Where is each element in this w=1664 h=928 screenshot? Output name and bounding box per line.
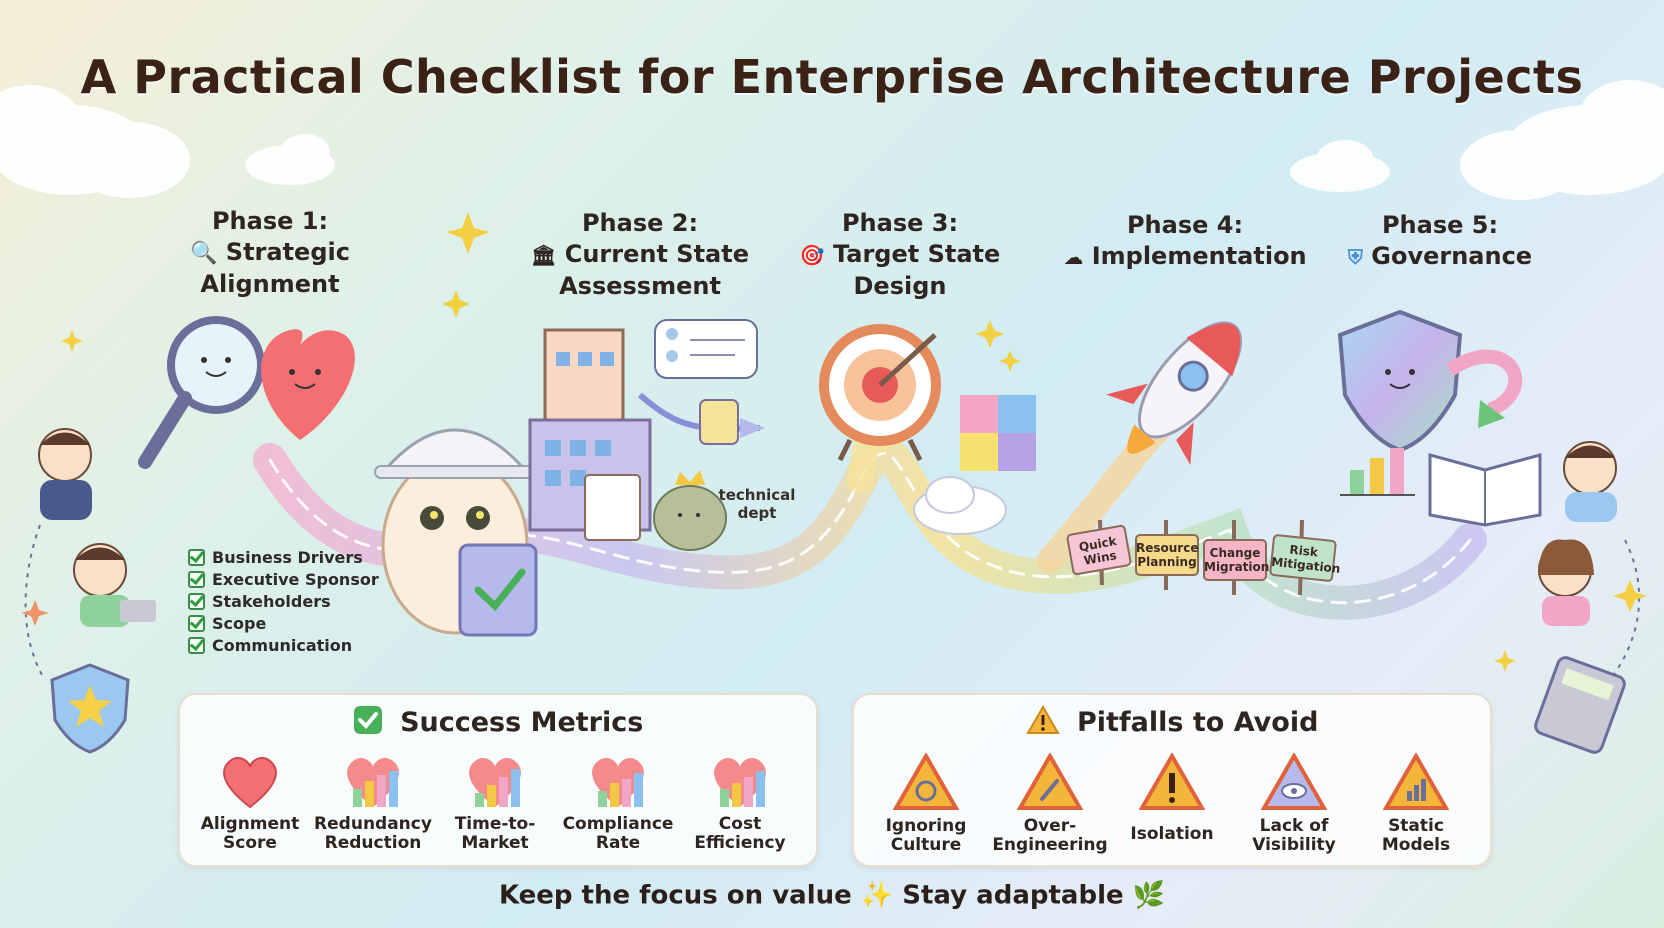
checkbox-checked-icon: [188, 548, 205, 566]
phase-5-name-line1: Governance: [1371, 242, 1533, 270]
sparkle-icon: ✨: [860, 880, 894, 911]
heart-icon: [190, 753, 310, 809]
success-metrics-title: Success Metrics: [400, 707, 644, 738]
footer-tagline: Keep the focus on value ✨ Stay adaptable…: [0, 880, 1664, 911]
phase-2-label: Phase 2:: [581, 209, 699, 237]
signpost-change-migration: Change Migration: [1204, 546, 1270, 574]
pitfall-isolation: Isolation: [1112, 753, 1232, 844]
target-illustration: [819, 324, 941, 462]
warning-icon: [1025, 704, 1060, 742]
person-left-2: [73, 543, 156, 627]
pitfalls-panel: Pitfalls to Avoid Ignoring Culture Over-…: [852, 693, 1492, 867]
phase-4-label: Phase 4:: [1126, 211, 1244, 239]
warning-wrench-icon: [990, 753, 1110, 811]
checklist-item: Communication: [188, 634, 379, 656]
heart-chart-icon: [435, 753, 555, 809]
warning-exclamation-icon: [1112, 753, 1232, 811]
pitfall-ignoring-culture: Ignoring Culture: [866, 753, 986, 855]
phase-1-label: Phase 1:: [211, 207, 329, 235]
cloud-small-right: [1290, 140, 1390, 192]
checkbox-checked-icon: [188, 570, 205, 588]
puzzle-illustration: [960, 395, 1036, 471]
checklist-item: Stakeholders: [188, 590, 379, 612]
magnifier-icon: 🔍: [190, 241, 218, 266]
person-right-1: [1563, 441, 1617, 522]
technical-debt-label: technical dept: [718, 486, 796, 522]
checkbox-checked-icon: [188, 592, 205, 610]
warning-eye-icon: [1234, 753, 1354, 811]
building-icon: 🏛: [530, 243, 557, 267]
heart-chart-icon: [313, 753, 433, 809]
phase-2-name-line2: Assessment: [559, 272, 721, 300]
signposts: [1066, 519, 1337, 596]
phase-5-label: Phase 5:: [1381, 211, 1499, 239]
pitfall-over-engineering: Over- Engineering: [990, 753, 1110, 855]
cloud-small-left: [245, 134, 335, 185]
mascot-illustration: [374, 428, 538, 637]
shield-illustration: [1337, 309, 1523, 453]
phase-1-name-line1: Strategic: [225, 238, 350, 266]
phase-4-name-line1: Implementation: [1091, 242, 1307, 270]
footer-part-2: Stay adaptable: [902, 880, 1124, 911]
warning-chart-icon: [1356, 753, 1476, 811]
phase-2-heading: Phase 2: 🏛 Current State Assessment: [520, 208, 760, 302]
cloud-left: [0, 85, 190, 198]
pitfall-lack-of-visibility: Lack of Visibility: [1234, 753, 1354, 855]
checkbox-checked-icon: [188, 614, 205, 632]
page-title: A Practical Checklist for Enterprise Arc…: [80, 50, 1584, 104]
pitfalls-title: Pitfalls to Avoid: [1076, 707, 1319, 738]
heart-chart-icon: [680, 753, 800, 809]
checklist-item: Business Drivers: [188, 546, 379, 568]
phase-3-name-line2: Design: [853, 272, 947, 300]
shield-icon: ⛨: [1347, 245, 1363, 269]
checklist-item: Scope: [188, 612, 379, 634]
phase-3-heading: Phase 3: 🎯 Target State Design: [780, 208, 1020, 302]
speech-bubble-illustration: [654, 319, 758, 379]
metric-compliance-rate: Compliance Rate: [558, 753, 678, 853]
pitfall-static-models: Static Models: [1356, 753, 1476, 855]
growth-chart-illustration: [1340, 448, 1415, 496]
phase-1-heading: Phase 1: 🔍 Strategic Alignment: [170, 206, 370, 300]
leaf-icon: 🌿: [1132, 880, 1166, 911]
person-right-2: [1538, 539, 1594, 626]
phase-1-checklist: Business Drivers Executive Sponsor Stake…: [188, 546, 379, 656]
metric-cost-efficiency: Cost Efficiency: [680, 753, 800, 853]
metric-alignment-score: Alignment Score: [190, 753, 310, 853]
rocket-illustration: [1106, 321, 1243, 466]
footer-part-1: Keep the focus on value: [498, 880, 852, 911]
checkbox-checked-icon: [188, 636, 205, 654]
phase-5-heading: Phase 5: ⛨ Governance: [1330, 210, 1550, 273]
target-icon: 🎯: [799, 243, 825, 267]
person-left-1: [38, 428, 92, 520]
magnifier-illustration: [138, 316, 265, 469]
book-illustration: [1428, 453, 1542, 527]
metric-redundancy-reduction: Redundancy Reduction: [313, 753, 433, 853]
checklist-item: Executive Sponsor: [188, 568, 379, 590]
warning-gear-icon: [866, 753, 986, 811]
calculator-illustration: [1534, 656, 1626, 754]
cloud-icon: ☁: [1063, 245, 1084, 269]
cloud-right: [1460, 80, 1664, 200]
building-illustration: [528, 328, 652, 541]
signpost-resource-planning: Resource Planning: [1136, 541, 1199, 569]
smiling-cloud-illustration: [913, 476, 1007, 535]
phase-2-name-line1: Current State: [564, 240, 749, 268]
shield-star-badge: [50, 663, 130, 754]
phase-4-heading: Phase 4: ☁ Implementation: [1050, 210, 1320, 273]
metric-time-to-market: Time-to- Market: [435, 753, 555, 853]
sparkles: [21, 212, 1647, 672]
phase-1-name-line2: Alignment: [200, 270, 340, 298]
technical-debt-creature: [653, 470, 727, 551]
heart-illustration: [261, 329, 355, 440]
check-box-icon: [353, 705, 383, 742]
heart-chart-icon: [558, 753, 678, 809]
success-metrics-panel: Success Metrics Alignment Score Redundan…: [178, 693, 818, 867]
phase-3-label: Phase 3:: [841, 209, 959, 237]
phase-3-name-line1: Target State: [832, 240, 1001, 268]
